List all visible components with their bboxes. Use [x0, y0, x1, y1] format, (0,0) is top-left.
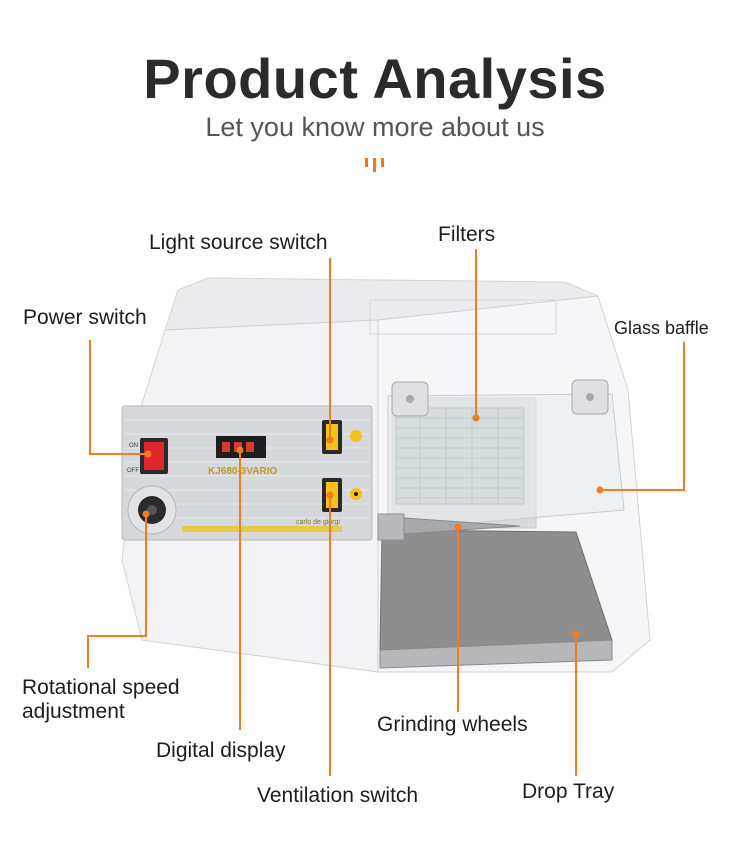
glass-baffle [387, 393, 625, 531]
label-ventilation-switch: Ventilation switch [257, 784, 419, 807]
control-panel [121, 405, 373, 541]
hinge-left [391, 381, 429, 417]
label-grinding-wheels: Grinding wheels [377, 713, 528, 736]
callout-rotational-speed [87, 514, 147, 668]
model-text: KJ680-3VARIO [208, 466, 278, 477]
label-light-source-switch: Light source switch [149, 231, 328, 254]
brand-text: carlo de giorgi [296, 519, 340, 526]
callout-lines [87, 249, 685, 776]
power-on-text: ON [129, 443, 138, 449]
label-rotational-speed-line2: adjustment [22, 700, 125, 723]
label-filters: Filters [438, 223, 496, 246]
hinge-right [571, 379, 609, 415]
callout-dots [142, 414, 604, 638]
page-subtitle: Let you know more about us [205, 112, 545, 142]
label-digital-display: Digital display [156, 739, 286, 762]
page-title: Product Analysis [143, 47, 607, 110]
callout-glass-baffle [600, 342, 685, 491]
callout-power-switch [89, 340, 148, 455]
label-glass-baffle: Glass baffle [614, 318, 709, 338]
grinding-spindle [377, 513, 521, 541]
label-power-switch: Power switch [23, 306, 147, 329]
label-drop-tray: Drop Tray [522, 780, 615, 803]
accent-bars-icon [365, 158, 384, 172]
power-off-text: OFF [127, 468, 139, 474]
label-rotational-speed-line1: Rotational speed [22, 676, 180, 699]
